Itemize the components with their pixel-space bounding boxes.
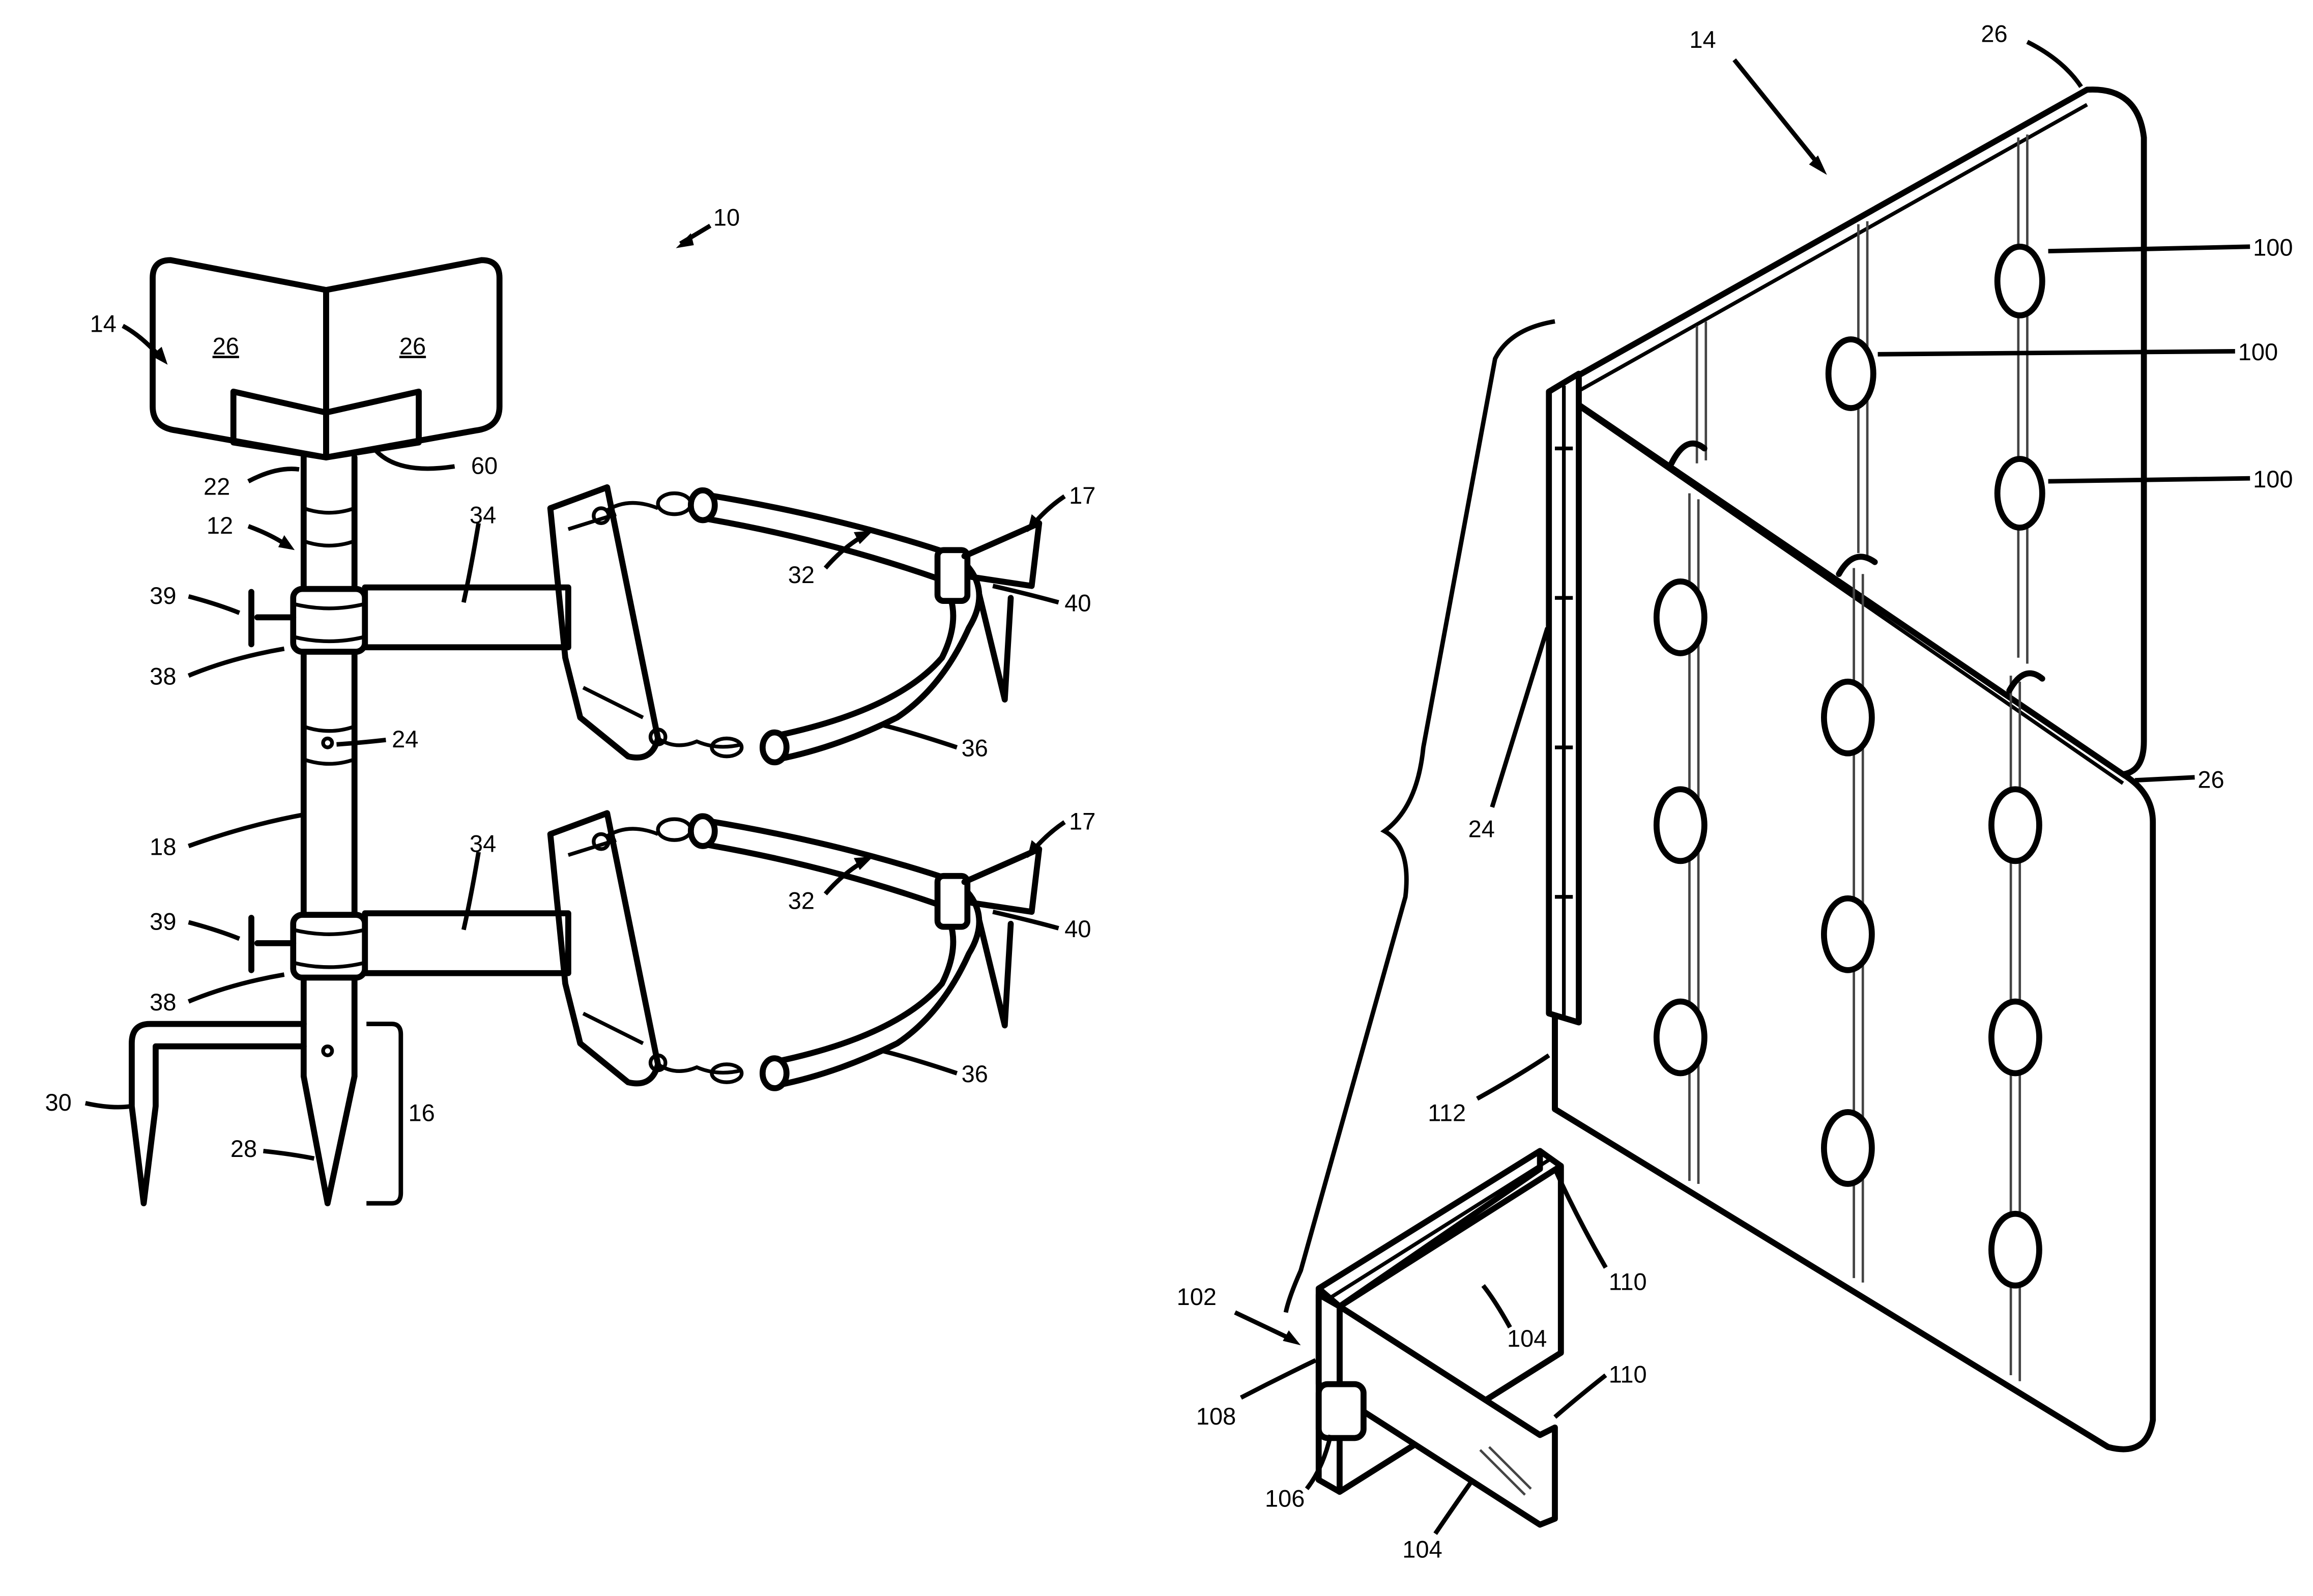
label-heel-lower: 36: [962, 1060, 988, 1087]
label-pin-upper: 39: [150, 582, 176, 609]
label-panel-b: 26: [399, 332, 426, 359]
label-buckle-upper: 40: [1064, 590, 1091, 617]
label-hole-2: 100: [2238, 338, 2278, 365]
label-heel-upper: 36: [962, 735, 988, 762]
anchor-brace: [366, 1024, 401, 1204]
label-clip-edge-lower: 110: [1609, 1361, 1647, 1388]
label-buckle-lower: 40: [1064, 915, 1091, 942]
label-panel-top: 26: [1981, 20, 2007, 47]
label-panel-a: 26: [213, 332, 239, 359]
label-strap-upper: 32: [788, 561, 815, 588]
label-hole: 24: [392, 726, 418, 752]
label-strap-lower: 32: [788, 887, 815, 914]
label-sign-r: 14: [1689, 26, 1716, 53]
lower-mount: [251, 813, 1039, 1088]
label-tube: 18: [150, 833, 176, 860]
label-clip: 102: [1177, 1283, 1217, 1310]
hinge: [1549, 374, 1579, 1023]
main-spike: [304, 1076, 355, 1203]
label-clip-face-upper: 104: [1507, 1325, 1547, 1352]
label-hinge: 24: [1468, 815, 1495, 842]
label-hole-1: 100: [2253, 234, 2293, 260]
label-arm-upper: 34: [470, 501, 496, 528]
label-clip-corner: 108: [1196, 1403, 1236, 1430]
left-figure: 10 14 26 26 22 60 12 34 39 38 24 18 34 3…: [45, 204, 1096, 1204]
label-spike-side: 30: [45, 1089, 72, 1116]
label-spike-main: 28: [230, 1135, 257, 1162]
label-hole-3: 100: [2253, 466, 2293, 492]
label-collar-lower: 38: [150, 989, 176, 1015]
label-post: 12: [207, 512, 233, 539]
sign-panels: [153, 260, 500, 457]
side-spike: [132, 1024, 304, 1204]
label-arm-lower: 34: [470, 830, 496, 857]
right-figure: 14 26 100 100 100 26 24 112 102 110 104 …: [1177, 20, 2293, 1562]
sign-panel-left: [153, 260, 326, 457]
upper-mount: [251, 487, 1039, 763]
label-collar-upper: 38: [150, 663, 176, 690]
label-edge: 112: [1428, 1099, 1466, 1126]
label-post-top: 22: [204, 473, 230, 500]
label-pin-lower: 39: [150, 908, 176, 935]
label-clip-face-lower: 104: [1402, 1535, 1442, 1562]
label-panel-side: 26: [2198, 766, 2224, 793]
label-bracket: 60: [471, 452, 498, 479]
label-foot-lower: 17: [1069, 808, 1095, 835]
label-anchor: 16: [408, 1099, 435, 1126]
label-assembly: 10: [713, 204, 740, 231]
label-clip-edge-upper: 110: [1609, 1268, 1647, 1295]
label-clip-post: 106: [1265, 1485, 1305, 1512]
label-sign: 14: [90, 310, 117, 337]
label-foot-upper: 17: [1069, 482, 1095, 509]
